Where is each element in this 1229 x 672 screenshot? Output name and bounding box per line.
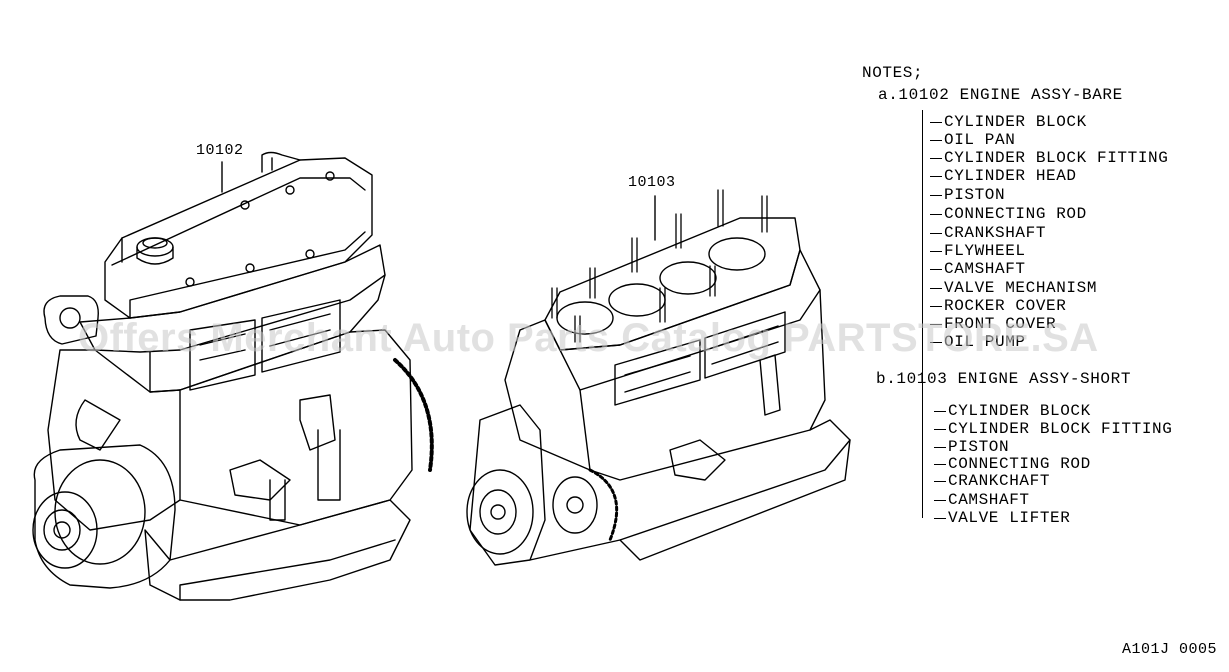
list-item: ROCKER COVER <box>929 297 1067 315</box>
list-item: CYLINDER BLOCK <box>930 113 1087 131</box>
list-item: PISTON <box>933 438 1010 456</box>
list-item: CONNECTING ROD <box>930 205 1087 223</box>
engine-assy-short-drawing <box>466 189 851 566</box>
list-item: CYLINDER BLOCK FITTING <box>933 420 1173 438</box>
list-item: OIL PAN <box>929 131 1016 149</box>
list-item: FLYWHEEL <box>930 242 1026 260</box>
list-item: CAMSHAFT <box>930 260 1026 278</box>
list-item: CAMSHAFT <box>934 491 1030 509</box>
list-item: VALVE LIFTER <box>933 509 1071 527</box>
list-item: CONNECTING ROD <box>934 455 1091 473</box>
list-item: CYLINDER HEAD <box>930 167 1077 185</box>
group-heading-engine-assy-short: b.10103 ENIGNE ASSY-SHORT <box>876 370 1132 388</box>
list-item: OIL PUMP <box>930 333 1026 351</box>
part-number-10103-callout[interactable]: 10103 <box>628 174 676 191</box>
list-item: CYLINDER BLOCK FITTING <box>929 149 1169 167</box>
notes-title: NOTES; <box>862 64 924 82</box>
engine-assy-bare-drawing <box>32 151 434 601</box>
list-item: CRANKCHAFT <box>933 472 1051 490</box>
list-item: CYLINDER BLOCK <box>934 402 1091 420</box>
list-item: CRANKSHAFT <box>929 224 1047 242</box>
list-item: PISTON <box>929 186 1006 204</box>
group-bracket-engine-assy-bare <box>922 110 923 412</box>
group-bracket-engine-assy-short <box>922 396 923 518</box>
group-heading-engine-assy-bare: a.10102 ENGINE ASSY-BARE <box>878 86 1123 104</box>
list-item: VALVE MECHANISM <box>929 279 1098 297</box>
figure-code: A101J 0005 <box>1121 641 1217 658</box>
list-item: FRONT COVER <box>929 315 1057 333</box>
part-number-10102-callout[interactable]: 10102 <box>196 142 244 159</box>
